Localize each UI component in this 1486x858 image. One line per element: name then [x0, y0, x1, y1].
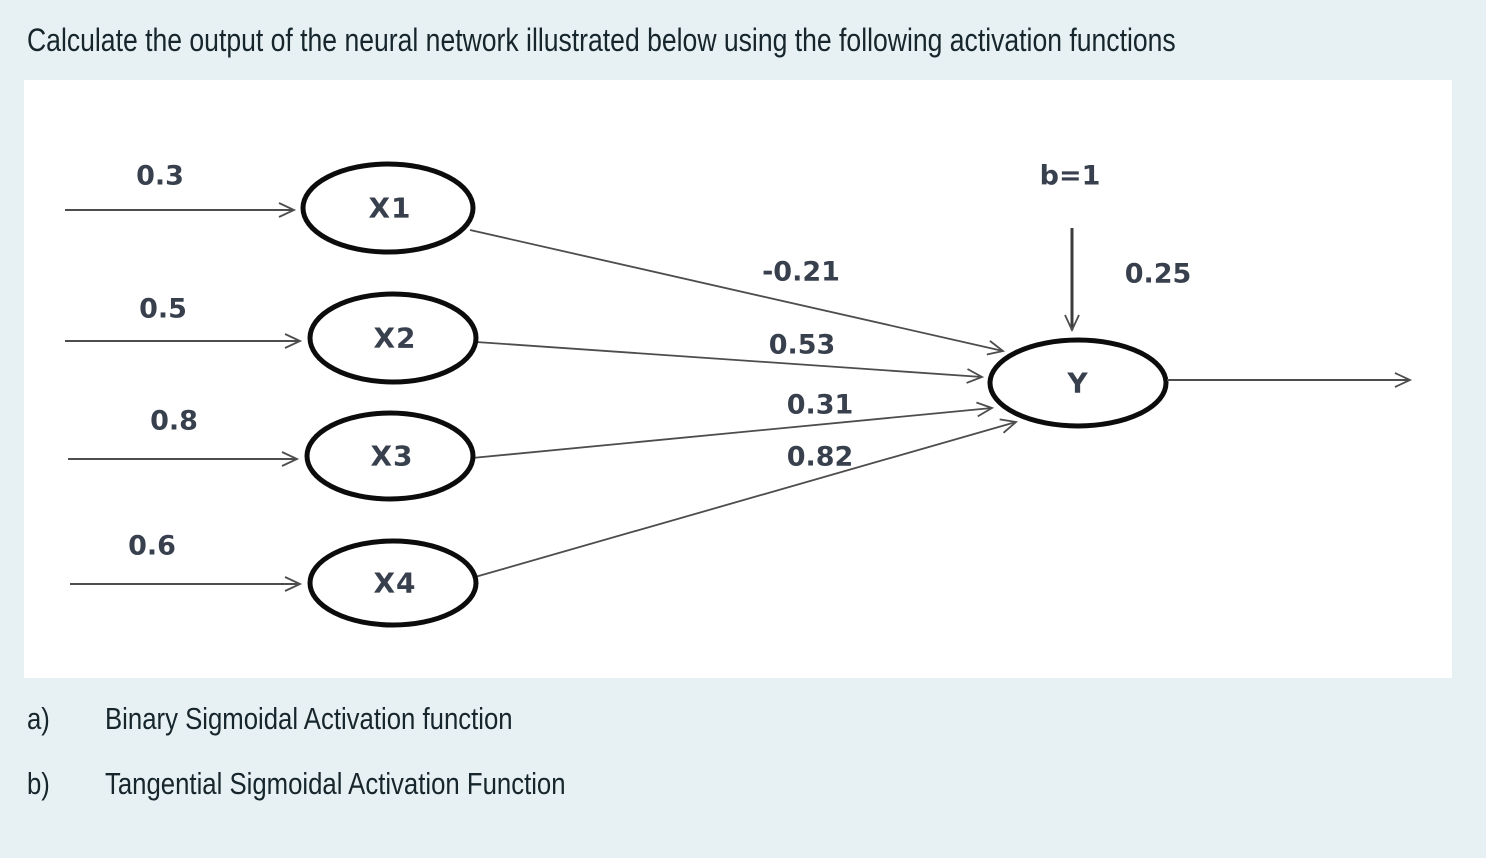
edge-x1-y: [469, 229, 1006, 356]
edge-x2-y: [475, 341, 985, 384]
node-x1-label: X1: [368, 192, 411, 225]
question-b: b) Tangential Sigmoidal Activation Funct…: [27, 766, 1427, 802]
node-y: [987, 337, 1169, 429]
node-x3: [304, 410, 476, 502]
question-b-text: Tangential Sigmoidal Activation Function: [105, 766, 566, 801]
neural-network-diagram: 0.3 0.5 0.8 0.6 -0.21 0.53 0.31 0.82 b=1…: [65, 161, 1413, 628]
node-x4-label: X4: [373, 567, 416, 600]
question-a-marker: a): [27, 701, 50, 736]
node-y-label: Y: [1066, 367, 1088, 400]
node-x1: [300, 161, 476, 255]
input-value-x1: 0.3: [136, 161, 184, 192]
weight-x4: 0.82: [787, 442, 854, 473]
input-value-x2: 0.5: [139, 294, 187, 325]
question-list: a) Binary Sigmoidal Activation function …: [27, 701, 1427, 831]
weight-x2: 0.53: [769, 330, 836, 361]
edge-x3-y: [471, 401, 995, 459]
page-title: Calculate the output of the neural netwo…: [27, 22, 1176, 58]
bias-label: b=1: [1040, 161, 1101, 192]
bias-weight: 0.25: [1125, 259, 1192, 290]
input-value-x3: 0.8: [150, 406, 198, 437]
question-a-text: Binary Sigmoidal Activation function: [105, 701, 513, 736]
weight-x1: -0.21: [762, 257, 840, 288]
node-x2-label: X2: [373, 322, 416, 355]
weight-x3: 0.31: [787, 390, 854, 421]
node-x4: [307, 538, 479, 628]
input-value-x4: 0.6: [128, 531, 176, 562]
question-a: a) Binary Sigmoidal Activation function: [27, 701, 1427, 737]
node-x2: [307, 291, 479, 385]
node-x3-label: X3: [370, 440, 413, 473]
question-b-marker: b): [27, 766, 50, 801]
edge-x4-y: [474, 418, 1019, 578]
neural-network-diagram-panel: 0.3 0.5 0.8 0.6 -0.21 0.53 0.31 0.82 b=1…: [24, 80, 1452, 678]
